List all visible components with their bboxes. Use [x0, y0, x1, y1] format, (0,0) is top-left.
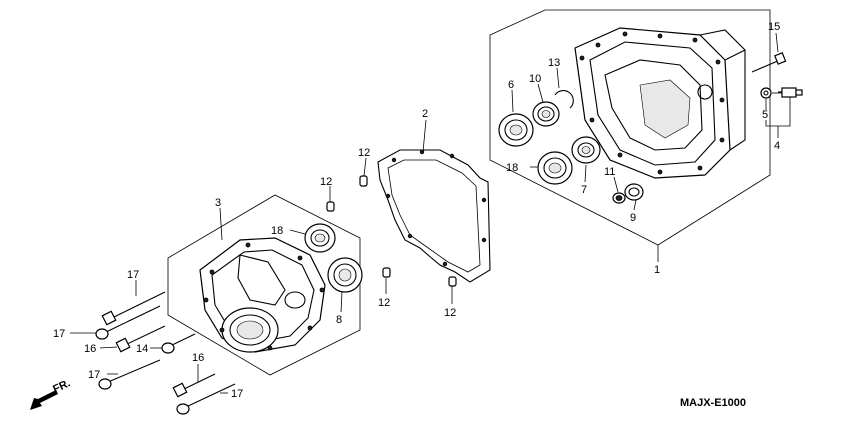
callout-16a: 16: [84, 343, 96, 355]
callout-18a: 18: [506, 162, 518, 174]
callout-7: 7: [581, 184, 587, 196]
bushing-9: [624, 183, 644, 201]
callout-17d: 17: [231, 388, 243, 400]
callout-17a: 17: [127, 269, 139, 281]
dowel-pin-12d: [448, 276, 457, 287]
callout-6: 6: [508, 79, 514, 91]
seal-11: [612, 192, 626, 204]
bearing-8: [327, 257, 363, 293]
diagram-code: MAJX-E1000: [680, 397, 746, 409]
front-arrow-icon: [30, 390, 58, 410]
snap-ring-13: [554, 90, 574, 109]
callout-16b: 16: [192, 352, 204, 364]
callout-10: 10: [529, 73, 541, 85]
bolt-17c: [98, 359, 161, 390]
group-outline-cover: [167, 194, 361, 376]
callout-18b: 18: [271, 225, 283, 237]
front-direction-label: FR.: [51, 377, 72, 395]
callout-12d: 12: [444, 307, 456, 319]
bolt-14: [161, 333, 196, 354]
callout-4: 4: [774, 140, 780, 152]
bearing-10: [532, 101, 560, 127]
callout-3: 3: [215, 197, 221, 209]
callout-17b: 17: [53, 328, 65, 340]
bolt-17a: [101, 291, 166, 326]
bearing-18-case: [537, 151, 573, 185]
callout-15: 15: [768, 21, 780, 33]
transmission-case: [574, 27, 746, 179]
callout-14: 14: [136, 343, 148, 355]
callout-2: 2: [422, 108, 428, 120]
leader-lines: [70, 32, 791, 394]
callout-12a: 12: [358, 147, 370, 159]
dowel-pin-12a: [359, 175, 368, 187]
dowel-pin-12c: [382, 267, 391, 278]
callout-11: 11: [604, 166, 615, 178]
callout-1: 1: [654, 264, 660, 276]
bearing-18-cover: [304, 223, 336, 253]
bolt-15: [751, 52, 787, 73]
callout-9: 9: [630, 212, 636, 224]
washer-5: [760, 87, 772, 99]
bolt-17d: [176, 383, 236, 415]
bolt-16a: [115, 325, 166, 353]
callout-8: 8: [336, 314, 342, 326]
callout-13: 13: [548, 57, 560, 69]
bolt-17b: [95, 305, 161, 340]
group-outline-case: [489, 9, 771, 246]
gasket-2: [377, 149, 491, 283]
bearing-7: [571, 136, 601, 164]
callout-12b: 12: [320, 176, 332, 188]
bearing-6: [498, 113, 534, 147]
side-cover: [199, 237, 326, 353]
bolt-16b: [172, 373, 216, 398]
sensor-4: [778, 87, 803, 98]
dowel-pin-12b: [326, 201, 335, 212]
callout-17c: 17: [88, 369, 100, 381]
callout-12c: 12: [378, 297, 390, 309]
callout-5: 5: [762, 109, 768, 121]
